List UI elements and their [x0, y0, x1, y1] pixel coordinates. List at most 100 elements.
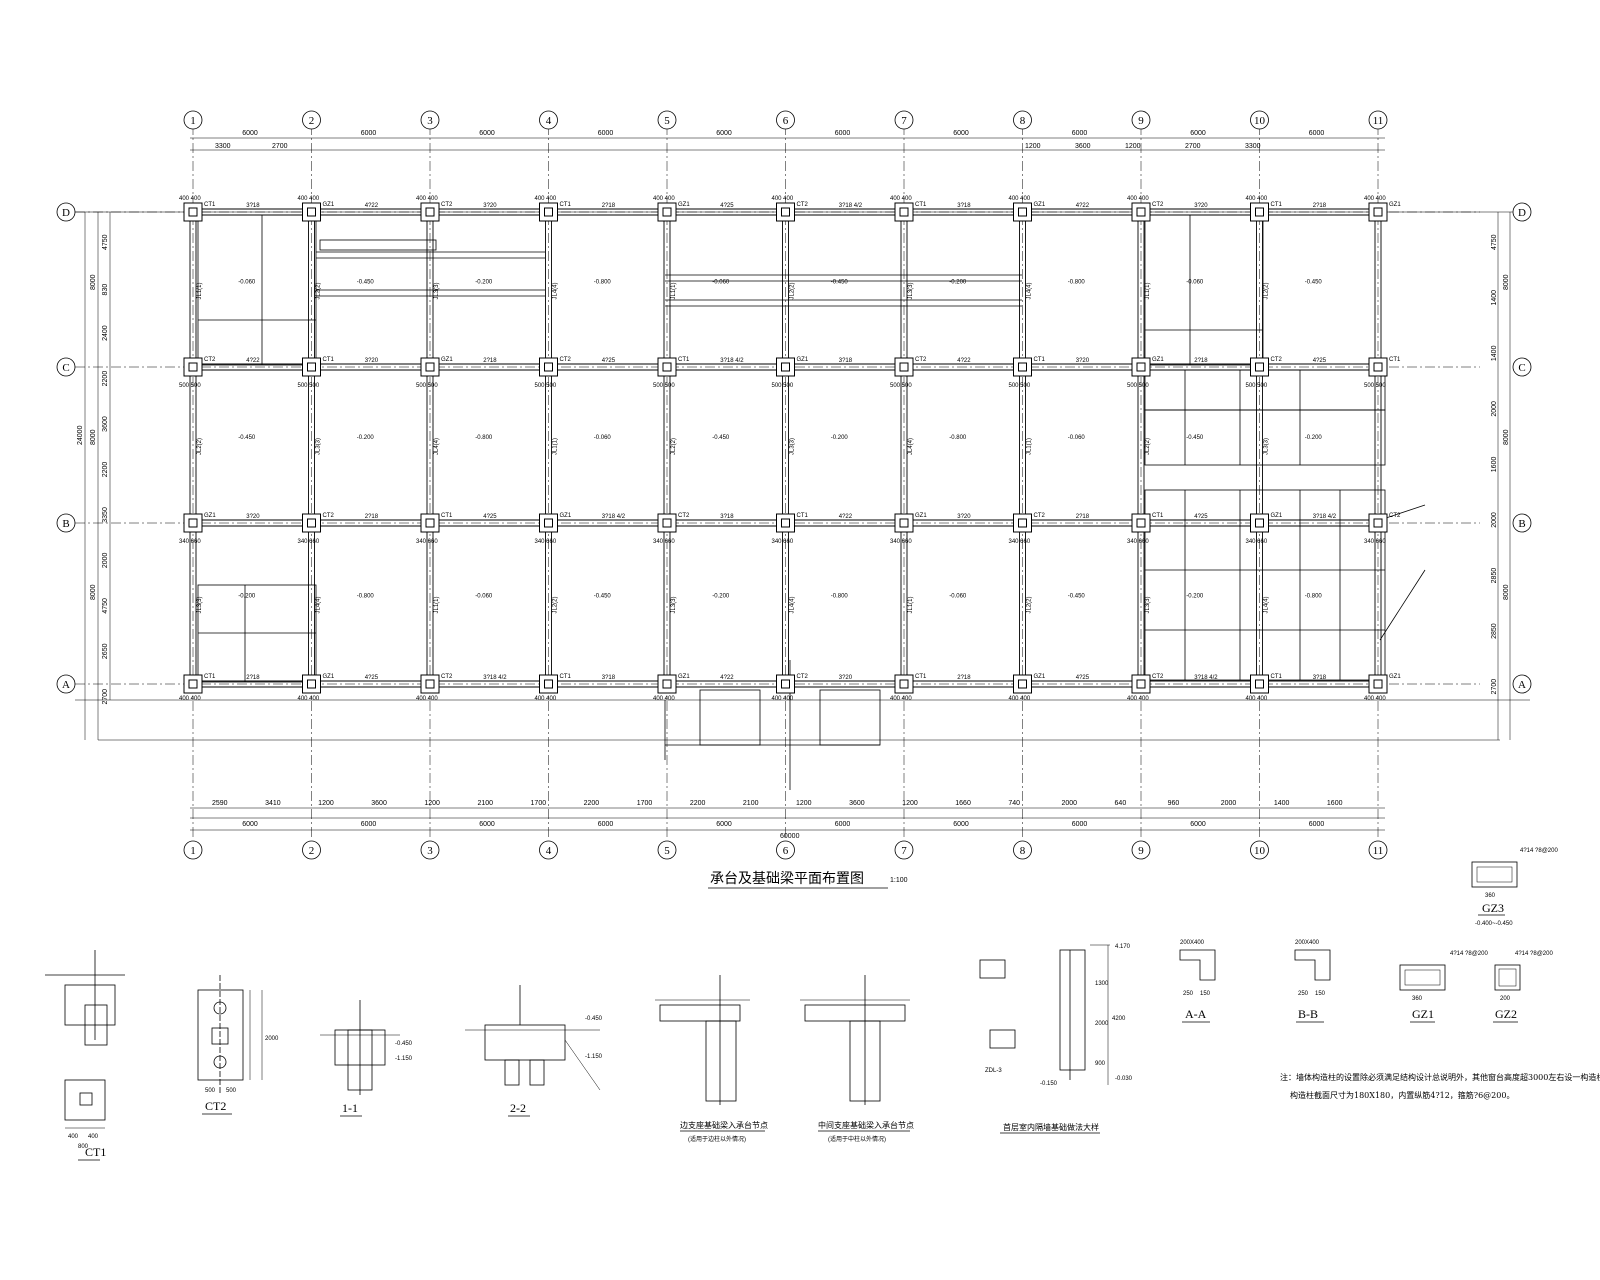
element-label: CT1 — [560, 674, 572, 680]
dim-top: 6000 — [1190, 130, 1206, 137]
section-2-2-caption: 2-2 — [510, 1101, 526, 1115]
dim-top: 6000 — [479, 130, 495, 137]
column-size-label: 400 400 — [416, 196, 438, 202]
column-size-label: 340 660 — [1364, 539, 1386, 545]
dim-right: 1400 — [1491, 345, 1498, 361]
svg-text:(适用于边柱以外情况): (适用于边柱以外情况) — [688, 1135, 746, 1143]
element-label: CT2 — [1152, 202, 1164, 208]
beam-label: 3?18 — [720, 514, 734, 520]
svg-text:150: 150 — [1315, 991, 1326, 997]
dim-top-sub: 3300 — [1245, 143, 1261, 150]
column — [425, 518, 435, 528]
svg-text:-0.030: -0.030 — [1115, 1076, 1133, 1082]
svg-text:200X400: 200X400 — [1295, 940, 1320, 946]
beam-mark: JL2(2) — [790, 282, 796, 299]
detail-ct2: CT2 500 500 2000 — [197, 975, 279, 1115]
dim-bottom-sub: 1700 — [531, 800, 547, 807]
svg-text:11: 11 — [1373, 115, 1384, 127]
column — [1136, 207, 1146, 217]
element-label: CT1 — [797, 513, 809, 519]
column — [1018, 518, 1027, 528]
beam-mark: JL4(4) — [1264, 596, 1270, 613]
beam-label: 3?18 4/2 — [602, 514, 626, 520]
column — [781, 207, 790, 217]
svg-text:250: 250 — [1298, 991, 1309, 997]
element-label: CT1 — [323, 357, 335, 363]
beam-mark: JL1(1) — [434, 596, 440, 613]
dim-top: 6000 — [242, 130, 258, 137]
column — [1136, 362, 1146, 372]
element-label: CT1 — [915, 674, 927, 680]
svg-text:4200: 4200 — [1112, 1016, 1126, 1022]
dim-right: 2850 — [1491, 568, 1498, 584]
svg-text:8: 8 — [1020, 115, 1026, 127]
column — [307, 679, 316, 689]
column-size-label: 400 400 — [298, 696, 320, 702]
dim-right: 2000 — [1491, 401, 1498, 417]
dim-bottom-sub: 2000 — [1221, 800, 1237, 807]
column — [1136, 518, 1146, 528]
pile-cap — [302, 202, 321, 222]
level-label: -0.200 — [475, 280, 493, 286]
pile-cap — [657, 674, 677, 694]
svg-text:200X400: 200X400 — [1180, 940, 1205, 946]
beam-label: 3?20 — [1076, 358, 1090, 364]
column-size-label: 400 400 — [179, 696, 201, 702]
element-label: CT2 — [1271, 357, 1283, 363]
beam-label: 4?22 — [839, 514, 853, 520]
beam-mark: JL3(3) — [790, 438, 796, 455]
element-label: GZ1 — [323, 202, 335, 208]
pile-cap — [539, 202, 558, 222]
svg-text:4?14 ?8@200: 4?14 ?8@200 — [1450, 951, 1488, 957]
dim-bottom-sub: 2100 — [477, 800, 493, 807]
column-size-label: 400 400 — [179, 196, 201, 202]
beam-label: 3?18 — [839, 358, 853, 364]
dim-bottom-sub: 640 — [1115, 800, 1127, 807]
level-label: -0.450 — [238, 435, 256, 441]
level-label: -0.200 — [831, 435, 849, 441]
beam-mark: JL2(2) — [1145, 438, 1151, 455]
level-label: -0.200 — [949, 280, 967, 286]
element-label: CT1 — [1271, 674, 1283, 680]
pile-cap — [1131, 674, 1151, 694]
svg-text:6: 6 — [783, 115, 789, 127]
element-label: GZ1 — [678, 202, 690, 208]
element-label: CT2 — [204, 357, 216, 363]
beam-mark: JL1(1) — [1027, 438, 1033, 455]
beam-label: 3?20 — [1194, 203, 1208, 209]
dim-bottom-sub: 1200 — [902, 800, 918, 807]
pile-cap — [894, 674, 914, 694]
axis-bubble-C-left: C — [56, 357, 76, 377]
column-size-label: 340 660 — [298, 539, 320, 545]
beam-label: 2?18 — [246, 675, 260, 681]
dim-left: 3350 — [102, 507, 109, 523]
element-label: GZ1 — [1152, 357, 1164, 363]
svg-text:2000: 2000 — [265, 1036, 279, 1042]
column — [1136, 679, 1146, 689]
column-size-label: 400 400 — [298, 196, 320, 202]
column-size-label: 400 400 — [772, 696, 794, 702]
svg-text:3: 3 — [427, 115, 433, 127]
svg-text:ZDL-3: ZDL-3 — [985, 1068, 1002, 1074]
beam-label: 4?22 — [246, 358, 260, 364]
svg-text:4: 4 — [546, 115, 552, 127]
pile-cap — [894, 357, 914, 377]
pile-cap — [1368, 674, 1388, 694]
dim-bottom-sub: 2200 — [584, 800, 600, 807]
svg-text:10: 10 — [1254, 845, 1266, 857]
dim-left-total: 24000 — [77, 425, 84, 445]
svg-text:5: 5 — [664, 115, 670, 127]
section-1-1: 1-1 -0.450 -1.150 — [320, 1000, 413, 1117]
pile-cap — [420, 513, 440, 533]
dim-bottom-sub: 2100 — [743, 800, 759, 807]
dim-bottom: 6000 — [716, 821, 732, 828]
element-label: CT1 — [204, 674, 216, 680]
dim-left-total: 8000 — [90, 274, 97, 290]
element-label: CT1 — [1152, 513, 1164, 519]
column-size-label: 340 660 — [653, 539, 675, 545]
beam-mark: JL3(3) — [434, 282, 440, 299]
svg-text:-0.400~-0.450: -0.400~-0.450 — [1475, 921, 1513, 927]
svg-text:-1.150: -1.150 — [395, 1056, 413, 1062]
beam-mark: JL2(2) — [1264, 282, 1270, 299]
